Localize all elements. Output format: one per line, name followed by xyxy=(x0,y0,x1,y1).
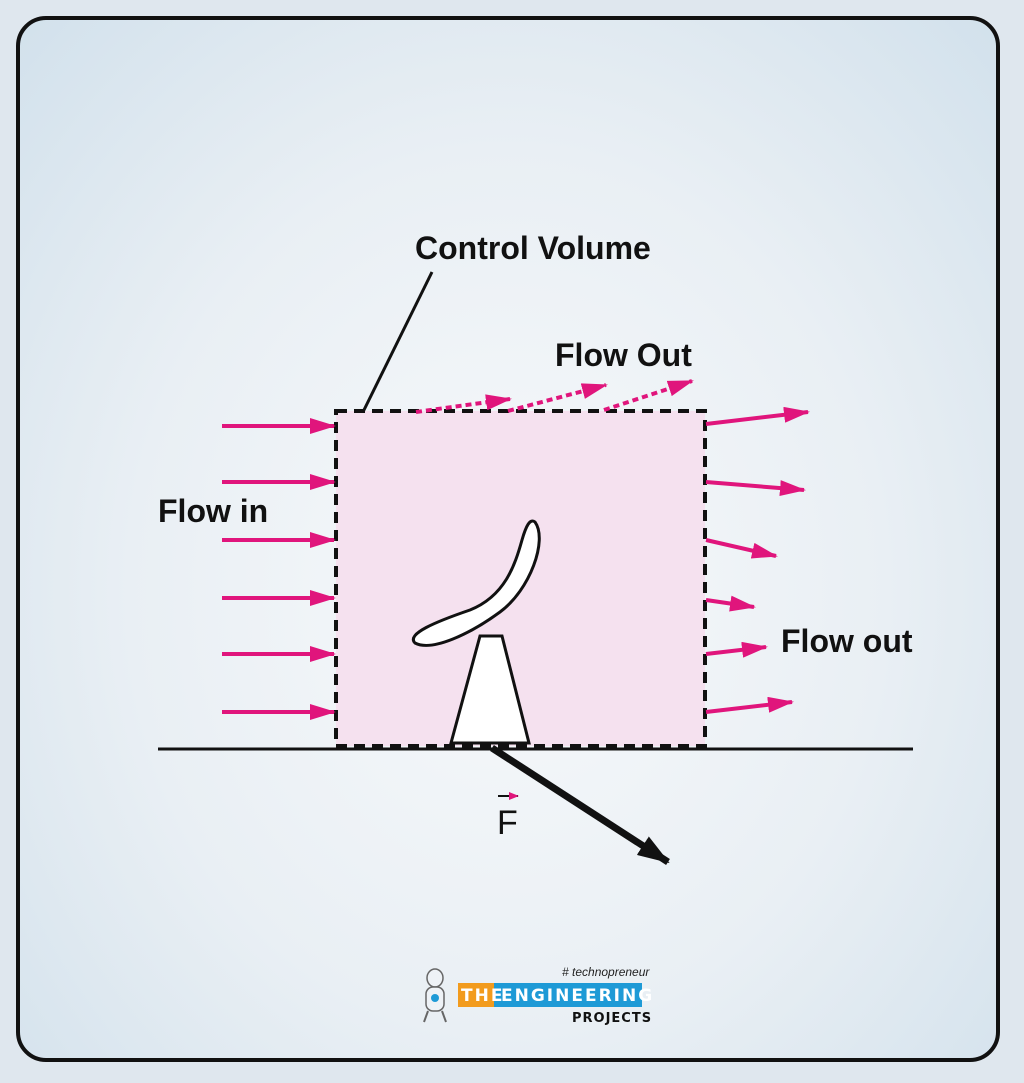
logo-word-engineering: ENGINEERING xyxy=(501,986,654,1006)
logo-hashtag: # technopreneur xyxy=(562,965,650,979)
flow-out-top-arrow xyxy=(507,383,608,413)
flow-out-right-arrows xyxy=(705,406,810,714)
logo-word-projects: PROJECTS xyxy=(572,1011,652,1026)
flow-out-right-arrow xyxy=(705,696,794,714)
force-symbol: F xyxy=(497,792,519,842)
antenna-object xyxy=(411,519,541,745)
force-arrow xyxy=(490,745,670,865)
engineering-projects-logo: # technopreneur THE ENGINEERING PROJECTS xyxy=(423,965,654,1026)
logo-the-box xyxy=(458,983,494,1007)
flow-out-right-arrow xyxy=(705,538,778,559)
antenna-dish xyxy=(411,519,541,647)
flow-out-top-arrow xyxy=(603,379,694,412)
force-label: F xyxy=(497,804,518,842)
flow-in-label: Flow in xyxy=(158,493,268,529)
flow-out-right-arrow xyxy=(705,406,810,426)
flow-out-top-arrows xyxy=(415,379,694,414)
control-volume-leader xyxy=(361,271,434,413)
flow-out-right-label: Flow out xyxy=(781,623,913,659)
robot-icon xyxy=(423,968,447,1023)
antenna-stand xyxy=(449,634,531,745)
control-volume-label: Control Volume xyxy=(415,230,651,266)
flow-out-right-arrow xyxy=(705,480,806,497)
flow-out-top-label: Flow Out xyxy=(555,337,692,373)
flow-out-right-arrow xyxy=(705,641,768,658)
logo-word-the: THE xyxy=(461,986,504,1006)
flow-out-right-arrow xyxy=(705,595,756,612)
flow-in-arrows xyxy=(222,418,336,720)
flow-out-top-arrow xyxy=(415,394,512,414)
logo-engineering-box xyxy=(494,983,642,1007)
